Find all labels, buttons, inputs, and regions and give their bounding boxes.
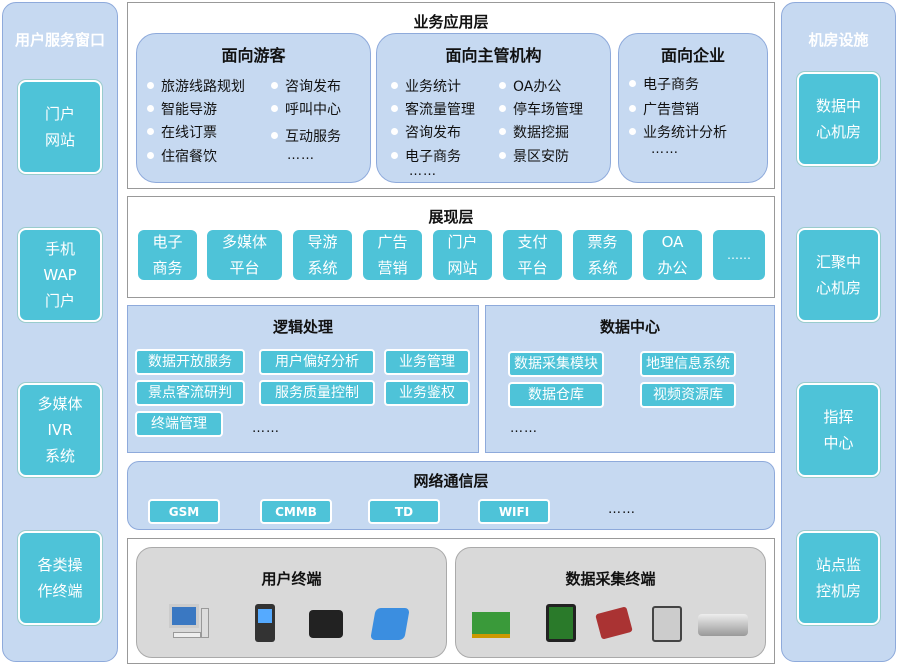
- list-item: OA办公: [499, 76, 561, 96]
- list-item: 停车场管理: [499, 99, 583, 119]
- presentation-item[interactable]: 电子 商务: [136, 228, 199, 282]
- tourist-panel: 面向游客 旅游线路规划 智能导游 在线订票 住宿餐饮 咨询发布 呼叫中心 互动服…: [136, 33, 371, 183]
- list-item: 住宿餐饮: [147, 146, 217, 166]
- presentation-layer: 展现层 电子 商务 多媒体 平台 导游 系统 广告 营销 门户 网站 支付 平台…: [127, 196, 775, 298]
- layer-title: 展现层: [428, 208, 474, 226]
- more-ellipsis: ……: [287, 148, 315, 163]
- layer-title: 业务应用层: [413, 13, 489, 31]
- desktop-computer-icon: [169, 604, 209, 644]
- list-item: 业务统计分析: [629, 122, 727, 142]
- data-center-room-box[interactable]: 数据中 心机房: [797, 72, 880, 166]
- portal-site-box[interactable]: 门户 网站: [18, 80, 102, 174]
- camera-icon: [698, 614, 748, 636]
- card-reader-icon: [595, 606, 633, 640]
- panel-title: 数据中心: [599, 318, 660, 336]
- list-item: 咨询发布: [271, 76, 341, 96]
- list-item: 电子商务: [391, 146, 461, 166]
- list-item: 数据挖掘: [499, 122, 569, 142]
- panel-title: 用户终端: [261, 570, 322, 588]
- facility-column: 机房设施 数据中 心机房 汇聚中 心机房 指挥 中心 站点监 控机房: [781, 2, 896, 662]
- list-item: 业务统计: [391, 76, 461, 96]
- presentation-item[interactable]: 多媒体 平台: [205, 228, 284, 282]
- logic-item[interactable]: 业务管理: [384, 349, 470, 375]
- column-title: 用户服务窗口: [14, 31, 105, 49]
- list-item: 智能导游: [147, 99, 217, 119]
- presentation-item-more[interactable]: ……: [711, 228, 767, 282]
- network-td[interactable]: TD: [368, 499, 440, 524]
- terminal-layer: 用户终端 数据采集终端: [127, 538, 775, 664]
- presentation-item[interactable]: 支付 平台: [501, 228, 564, 282]
- logic-item[interactable]: 用户偏好分析: [259, 349, 375, 375]
- presentation-item[interactable]: 票务 系统: [571, 228, 634, 282]
- rfid-reader-icon: [546, 604, 576, 642]
- data-collection-terminal-panel: 数据采集终端: [455, 547, 766, 658]
- panel-title: 逻辑处理: [272, 318, 333, 336]
- terminals-box[interactable]: 各类操 作终端: [18, 531, 102, 625]
- list-item: 电子商务: [629, 74, 699, 94]
- presentation-item[interactable]: 门户 网站: [431, 228, 494, 282]
- network-layer: 网络通信层 GSM CMMB TD WIFI ……: [127, 461, 775, 530]
- more-ellipsis: ……: [252, 421, 280, 436]
- kiosk-icon: [370, 608, 410, 640]
- network-card-icon: [472, 612, 510, 638]
- desk-telephone-icon: [309, 610, 343, 638]
- datacenter-item[interactable]: 数据仓库: [508, 382, 604, 408]
- presentation-item[interactable]: 导游 系统: [291, 228, 354, 282]
- more-ellipsis: ……: [510, 421, 538, 436]
- network-cmmb[interactable]: CMMB: [260, 499, 332, 524]
- panel-title: 面向主管机构: [445, 46, 542, 65]
- logic-item[interactable]: 业务鉴权: [384, 380, 470, 406]
- logic-item[interactable]: 服务质量控制: [259, 380, 375, 406]
- list-item: 呼叫中心: [271, 99, 341, 119]
- column-title: 机房设施: [808, 31, 869, 49]
- list-item: 客流量管理: [391, 99, 475, 119]
- logic-item[interactable]: 数据开放服务: [135, 349, 245, 375]
- business-application-layer: 业务应用层 面向游客 旅游线路规划 智能导游 在线订票 住宿餐饮 咨询发布 呼叫…: [127, 2, 775, 189]
- list-item: 广告营销: [629, 99, 699, 119]
- panel-title: 数据采集终端: [565, 570, 656, 588]
- site-monitor-room-box[interactable]: 站点监 控机房: [797, 531, 880, 625]
- panel-title: 面向企业: [660, 46, 725, 65]
- pos-terminal-icon: [652, 606, 682, 642]
- list-item: 互动服务: [271, 126, 341, 146]
- network-wifi[interactable]: WIFI: [478, 499, 550, 524]
- authority-panel: 面向主管机构 业务统计 客流量管理 咨询发布 电子商务 OA办公 停车场管理 数…: [376, 33, 611, 183]
- network-gsm[interactable]: GSM: [148, 499, 220, 524]
- mobile-wap-box[interactable]: 手机 WAP 门户: [18, 228, 102, 322]
- enterprise-panel: 面向企业 电子商务 广告营销 业务统计分析 ……: [618, 33, 768, 183]
- command-center-box[interactable]: 指挥 中心: [797, 383, 880, 477]
- presentation-item[interactable]: OA 办公: [641, 228, 704, 282]
- list-item: 景区安防: [499, 146, 569, 166]
- logic-item[interactable]: 终端管理: [135, 411, 223, 437]
- logic-processing-panel: 逻辑处理 数据开放服务 用户偏好分析 业务管理 景点客流研判 服务质量控制 业务…: [127, 305, 479, 453]
- layer-title: 网络通信层: [413, 472, 489, 490]
- user-terminal-panel: 用户终端: [136, 547, 447, 658]
- pda-phone-icon: [255, 604, 275, 642]
- list-item: 旅游线路规划: [147, 76, 245, 96]
- list-item: 咨询发布: [391, 122, 461, 142]
- logic-item[interactable]: 景点客流研判: [135, 380, 245, 406]
- data-center-panel: 数据中心 数据采集模块 地理信息系统 数据仓库 视频资源库 ……: [485, 305, 775, 453]
- multimedia-ivr-box[interactable]: 多媒体 IVR 系统: [18, 383, 102, 477]
- panel-title: 面向游客: [221, 46, 286, 65]
- user-service-window-column: 用户服务窗口 门户 网站 手机 WAP 门户 多媒体 IVR 系统 各类操 作终…: [2, 2, 118, 662]
- more-ellipsis: ……: [409, 164, 437, 179]
- aggregation-room-box[interactable]: 汇聚中 心机房: [797, 228, 880, 322]
- more-ellipsis: ……: [608, 502, 636, 517]
- datacenter-item[interactable]: 数据采集模块: [508, 351, 604, 377]
- datacenter-item[interactable]: 视频资源库: [640, 382, 736, 408]
- datacenter-item[interactable]: 地理信息系统: [640, 351, 736, 377]
- presentation-item[interactable]: 广告 营销: [361, 228, 424, 282]
- more-ellipsis: ……: [651, 142, 679, 157]
- list-item: 在线订票: [147, 122, 217, 142]
